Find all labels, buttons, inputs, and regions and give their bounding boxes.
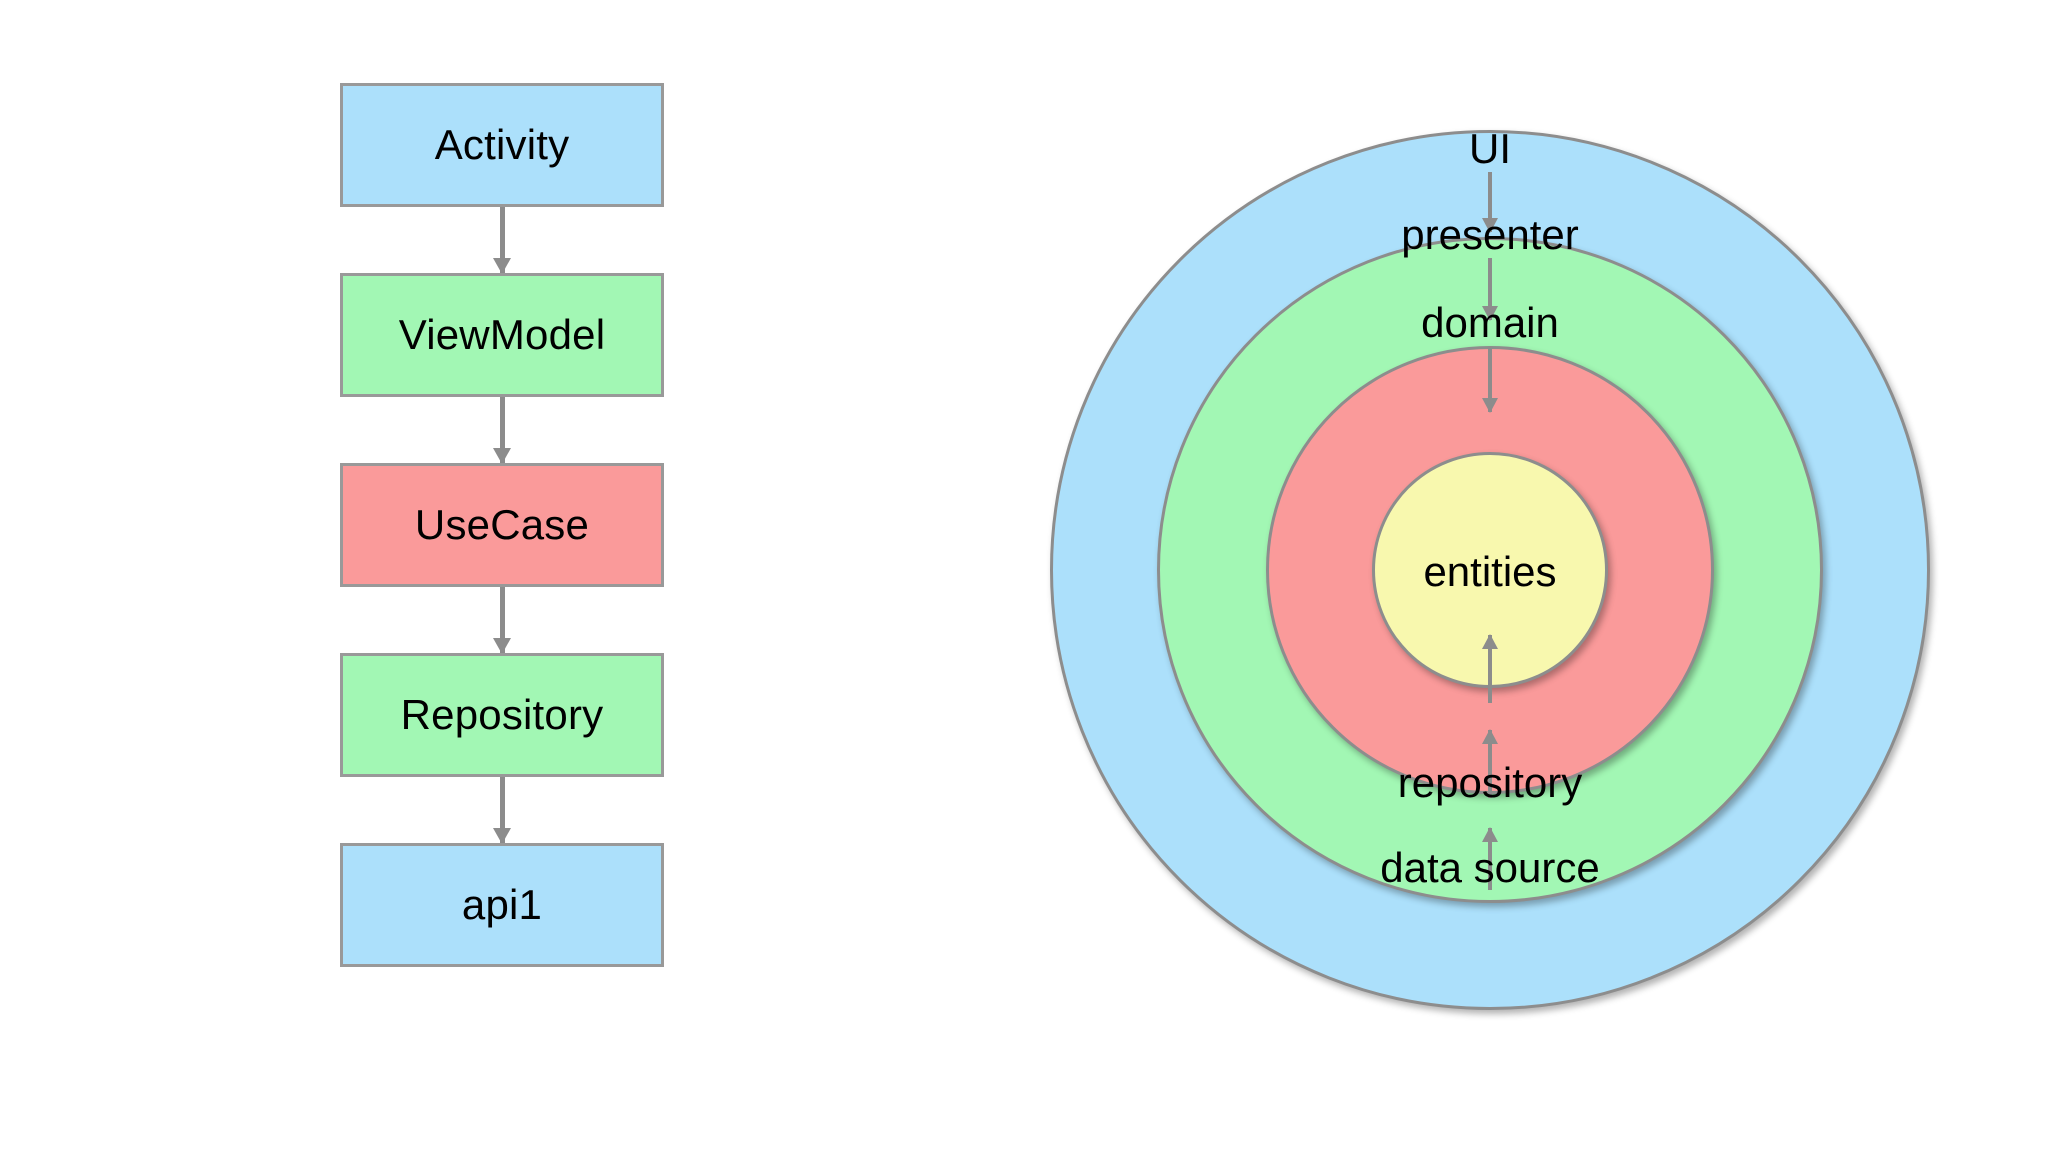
flow-node-label: ViewModel	[398, 311, 606, 358]
ring-label-text: UI	[1469, 125, 1511, 172]
ring-arrow-repository-datasource	[1482, 827, 1498, 890]
ring-arrow-presenter-domain	[1482, 258, 1498, 321]
flow-node-viewmodel[interactable]: ViewModel	[340, 273, 664, 397]
flow-node-label: UseCase	[414, 501, 590, 548]
flow-arrow-usecase-repository	[493, 587, 511, 654]
ring-arrow-ui-presenter	[1482, 172, 1498, 233]
ring-label-data-source: data source	[1050, 844, 1930, 892]
ring-label-text: domain	[1421, 299, 1559, 346]
flow-node-repository[interactable]: Repository	[340, 653, 664, 777]
flow-node-label: Repository	[400, 691, 604, 738]
concentric-layers: UI presenter domain entities repository …	[1050, 125, 1930, 1010]
flow-node-usecase[interactable]: UseCase	[340, 463, 664, 587]
ring-arrow-domain-repository	[1482, 729, 1498, 798]
flow-node-api1[interactable]: api1	[340, 843, 664, 967]
flow-node-label: Activity	[434, 121, 570, 168]
flow-arrow-viewmodel-usecase	[493, 397, 511, 464]
flow-node-activity[interactable]: Activity	[340, 83, 664, 207]
ring-label-text: data source	[1380, 844, 1600, 891]
ring-label-text: repository	[1397, 759, 1583, 806]
flow-node-label: api1	[461, 881, 543, 928]
ring-label-domain: domain	[1050, 299, 1930, 347]
flow-arrow-repository-api1	[493, 777, 511, 844]
flow-arrow-activity-viewmodel	[493, 207, 511, 274]
ring-label-text: presenter	[1401, 211, 1579, 258]
ring-label-text: entities	[1423, 548, 1557, 595]
ring-arrow-entities-domain	[1482, 634, 1498, 703]
ring-label-repository: repository	[1050, 759, 1930, 807]
ring-label-presenter: presenter	[1050, 211, 1930, 259]
ring-label-ui: UI	[1050, 125, 1930, 173]
ring-label-entities: entities	[1050, 548, 1930, 596]
ring-arrow-domain-entities	[1482, 348, 1498, 413]
